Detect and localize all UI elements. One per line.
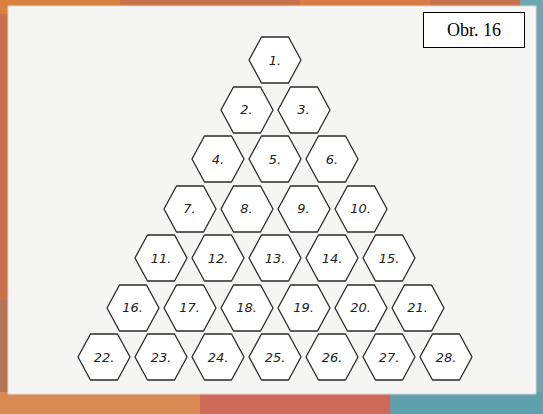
paper-sheet	[8, 6, 536, 394]
hexagon-cell: 21.	[392, 285, 444, 331]
hexagon-cell: 14.	[306, 235, 358, 281]
hexagon-cell: 9.	[278, 186, 330, 232]
hexagon-border	[135, 235, 187, 281]
cell-number: 12.	[192, 235, 244, 281]
cell-number: 15.	[363, 235, 415, 281]
hexagon-border	[363, 235, 415, 281]
cell-number: 16.	[107, 285, 159, 331]
cell-number: 3.	[278, 87, 330, 133]
cell-number: 23.	[135, 334, 187, 380]
hexagon-border	[306, 334, 358, 380]
hexagon-border	[249, 136, 301, 182]
hexagon-cell: 19.	[278, 285, 330, 331]
cell-number: 24.	[192, 334, 244, 380]
hexagon-border	[135, 334, 187, 380]
cell-number: 19.	[278, 285, 330, 331]
hexagon-cell: 17.	[164, 285, 216, 331]
hexagon-border	[221, 186, 273, 232]
hexagon-cell: 13.	[249, 235, 301, 281]
cloth-patch	[0, 392, 200, 414]
hexagon-border	[107, 285, 159, 331]
hexagon-border	[192, 136, 244, 182]
cell-number: 6.	[306, 136, 358, 182]
hexagon-border	[278, 87, 330, 133]
hexagon-cell: 5.	[249, 136, 301, 182]
hexagon-border	[221, 285, 273, 331]
cell-number: 20.	[335, 285, 387, 331]
hexagon-cell: 11.	[135, 235, 187, 281]
cell-number: 1.	[249, 37, 301, 83]
hexagon-cell: 8.	[221, 186, 273, 232]
hexagon-cell: 18.	[221, 285, 273, 331]
hexagon-border	[164, 285, 216, 331]
cell-number: 25.	[249, 334, 301, 380]
cell-number: 26.	[306, 334, 358, 380]
hexagon-cell: 4.	[192, 136, 244, 182]
cell-number: 10.	[335, 186, 387, 232]
hexagon-cell: 22.	[78, 334, 130, 380]
hexagon-border	[306, 235, 358, 281]
hexagon-cell: 15.	[363, 235, 415, 281]
hexagon-cell: 23.	[135, 334, 187, 380]
hexagon-cell: 7.	[164, 186, 216, 232]
hexagon-border	[78, 334, 130, 380]
cell-number: 18.	[221, 285, 273, 331]
hexagon-border	[249, 334, 301, 380]
cloth-patch	[200, 392, 390, 414]
cell-number: 13.	[249, 235, 301, 281]
hexagon-border	[278, 186, 330, 232]
hexagon-border	[335, 186, 387, 232]
hexagon-border	[335, 285, 387, 331]
hexagon-cell: 2.	[221, 87, 273, 133]
cloth-patch	[390, 392, 543, 414]
cell-number: 14.	[306, 235, 358, 281]
cell-number: 27.	[363, 334, 415, 380]
hexagon-cell: 25.	[249, 334, 301, 380]
cell-number: 7.	[164, 186, 216, 232]
hexagon-cell: 1.	[249, 37, 301, 83]
hexagon-border	[363, 334, 415, 380]
hexagon-cell: 26.	[306, 334, 358, 380]
hexagon-border	[420, 334, 472, 380]
hexagon-cell: 12.	[192, 235, 244, 281]
hexagon-cell: 3.	[278, 87, 330, 133]
hexagon-cell: 6.	[306, 136, 358, 182]
cell-number: 17.	[164, 285, 216, 331]
cell-number: 28.	[420, 334, 472, 380]
cell-number: 8.	[221, 186, 273, 232]
hexagon-cell: 28.	[420, 334, 472, 380]
hexagon-border	[249, 235, 301, 281]
cell-number: 9.	[278, 186, 330, 232]
hexagon-cell: 24.	[192, 334, 244, 380]
hexagon-cell: 27.	[363, 334, 415, 380]
hexagon-cell: 10.	[335, 186, 387, 232]
cell-number: 21.	[392, 285, 444, 331]
hexagon-border	[392, 285, 444, 331]
cell-number: 4.	[192, 136, 244, 182]
hexagon-border	[164, 186, 216, 232]
hexagon-border	[192, 334, 244, 380]
cell-number: 2.	[221, 87, 273, 133]
cell-number: 22.	[78, 334, 130, 380]
cell-number: 11.	[135, 235, 187, 281]
hexagon-cell: 16.	[107, 285, 159, 331]
hexagon-cell: 20.	[335, 285, 387, 331]
hexagon-border	[249, 37, 301, 83]
hexagon-border	[221, 87, 273, 133]
hexagon-border	[278, 285, 330, 331]
cell-number: 5.	[249, 136, 301, 182]
hexagon-border	[192, 235, 244, 281]
figure-caption: Obr. 16	[423, 12, 525, 48]
hexagon-border	[306, 136, 358, 182]
